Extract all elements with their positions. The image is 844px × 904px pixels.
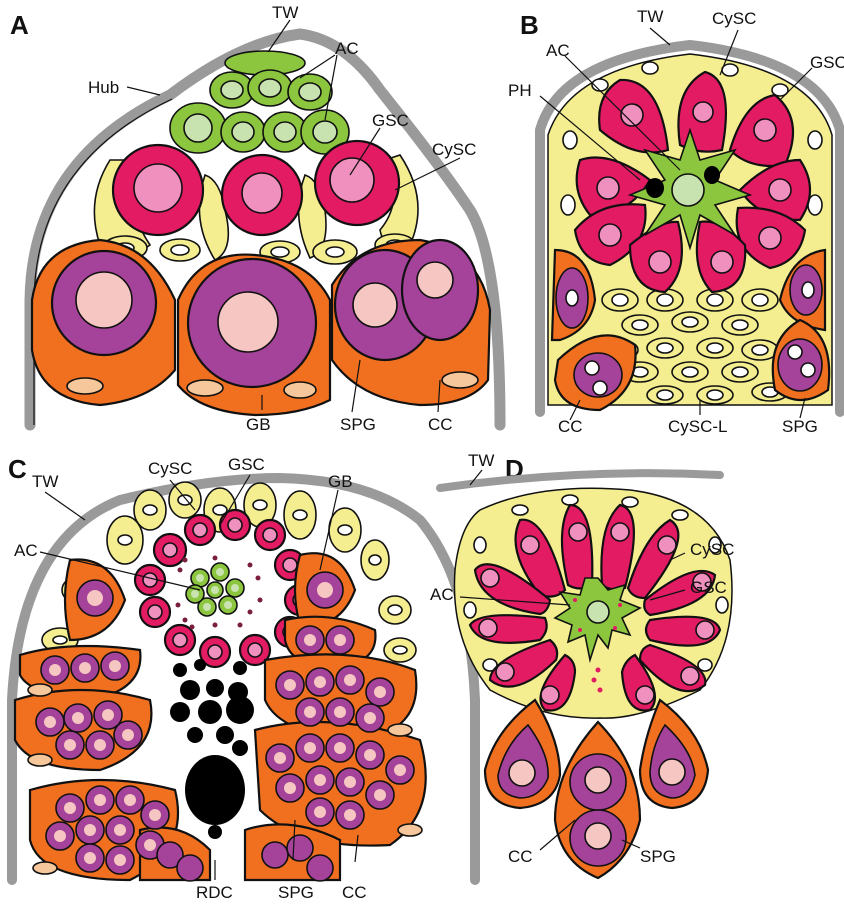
panel-b-letter: B (520, 10, 539, 40)
label-cysc-l-b: CySC-L (668, 417, 728, 436)
label-cc-c: CC (342, 883, 367, 902)
label-hub-a: Hub (88, 78, 119, 97)
label-cc-d: CC (508, 847, 533, 866)
label-cc-a: CC (428, 415, 453, 434)
label-ac-a: AC (335, 39, 359, 58)
label-ac-c: AC (14, 541, 38, 560)
label-tw-a: TW (272, 3, 298, 22)
panel-a: A (10, 3, 500, 434)
label-tw-c: TW (32, 472, 58, 491)
label-cc-b: CC (558, 417, 583, 436)
panel-c: C (8, 454, 475, 902)
label-ac-d: AC (430, 585, 454, 604)
label-gsc-d: GSC (690, 578, 727, 597)
label-spg-c: SPG (278, 883, 314, 902)
label-ph-b: PH (508, 81, 532, 100)
hub-cells-a (170, 51, 349, 154)
label-ac-b: AC (546, 41, 570, 60)
label-gsc-c: GSC (228, 455, 265, 474)
label-gb-a: GB (246, 415, 271, 434)
hub-nucleus-b (672, 174, 704, 206)
label-cysc-b: CySC (712, 9, 756, 28)
label-gsc-a: GSC (372, 111, 409, 130)
residual-dying-cells-c (170, 659, 254, 839)
label-cysc-c: CySC (148, 459, 192, 478)
panel-b: B (508, 7, 844, 436)
panel-a-letter: A (10, 10, 29, 40)
label-gsc-b: GSC (810, 53, 844, 72)
label-tw-b: TW (637, 7, 663, 26)
hub-nucleus-d (587, 601, 609, 623)
label-tw-d: TW (468, 451, 494, 470)
label-cysc-a: CySC (432, 140, 476, 159)
label-rdc-c: RDC (196, 883, 233, 902)
label-spg-b: SPG (782, 417, 818, 436)
germline-stem-cells-a (113, 141, 399, 235)
panel-c-letter: C (8, 454, 27, 484)
hub-c (176, 556, 263, 630)
label-spg-a: SPG (340, 415, 376, 434)
label-cysc-d: CySC (690, 540, 734, 559)
testis-wall-d (440, 473, 720, 488)
label-spg-d: SPG (640, 847, 676, 866)
label-gb-c: GB (328, 472, 353, 491)
